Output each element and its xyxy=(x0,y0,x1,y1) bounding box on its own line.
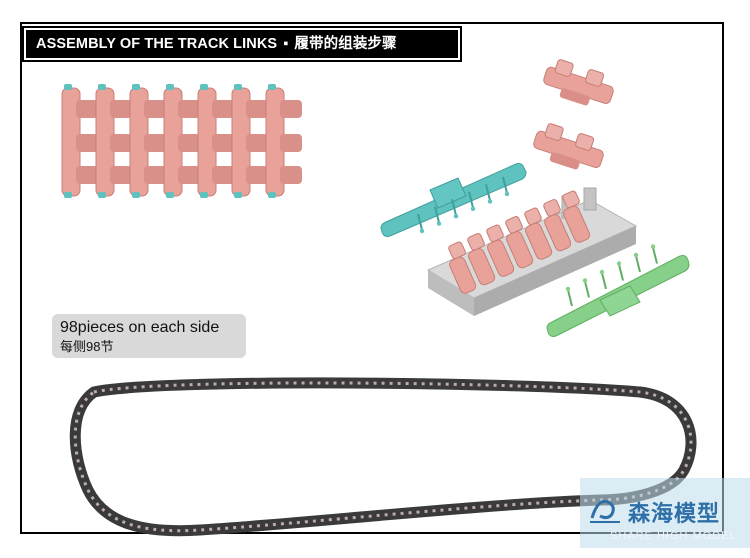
teal-pin xyxy=(434,206,442,226)
teal-pin xyxy=(502,176,510,197)
green-pin xyxy=(565,286,573,307)
jig-link xyxy=(543,199,572,252)
green-pin xyxy=(650,244,658,264)
watermark-brand-english: SHARE HIGH MODEL xyxy=(610,530,737,542)
green-pin xyxy=(599,269,607,290)
assembly-jig xyxy=(426,187,638,316)
watermark-brand-chinese: 森海模型 xyxy=(628,502,721,527)
jig-link xyxy=(505,216,534,269)
assembled-link xyxy=(61,84,98,198)
green-pin xyxy=(582,278,590,298)
piece-count-note: 98pieces on each side 每侧98节 xyxy=(52,314,246,358)
assembled-link xyxy=(163,84,200,198)
assembled-link xyxy=(197,84,234,198)
assembled-link xyxy=(95,84,132,198)
assembled-link xyxy=(265,84,302,198)
piece-count-english: 98pieces on each side xyxy=(60,319,220,336)
title-chinese: 履带的组装步骤 xyxy=(294,36,397,52)
jig-link xyxy=(486,224,515,277)
green-pin-sprue xyxy=(546,244,690,337)
single-link-2 xyxy=(533,123,604,170)
jig-link xyxy=(448,241,477,294)
jig-link xyxy=(562,190,591,243)
green-pin xyxy=(616,261,624,281)
jig-link xyxy=(524,207,553,260)
assembled-link xyxy=(231,84,268,198)
brand-watermark: 森海模型 SHARE HIGH MODEL xyxy=(580,478,750,548)
assembled-link-block xyxy=(61,84,302,198)
assembled-link xyxy=(129,84,166,198)
jig-link xyxy=(467,233,496,286)
teal-pin xyxy=(417,213,425,234)
teal-pin xyxy=(451,198,459,219)
piece-count-chinese: 每侧98节 xyxy=(60,339,114,354)
title-bar: ASSEMBLY OF THE TRACK LINKS ▪ 履带的组装步骤 xyxy=(22,26,462,62)
teal-pin xyxy=(468,191,476,211)
wave-logo-icon xyxy=(590,499,620,523)
teal-pin-sprue xyxy=(380,163,527,237)
green-pin xyxy=(633,252,641,273)
teal-pin xyxy=(485,184,493,204)
title-separator: ▪ xyxy=(283,36,289,52)
single-link-1 xyxy=(543,59,614,106)
title-english: ASSEMBLY OF THE TRACK LINKS xyxy=(36,36,278,52)
